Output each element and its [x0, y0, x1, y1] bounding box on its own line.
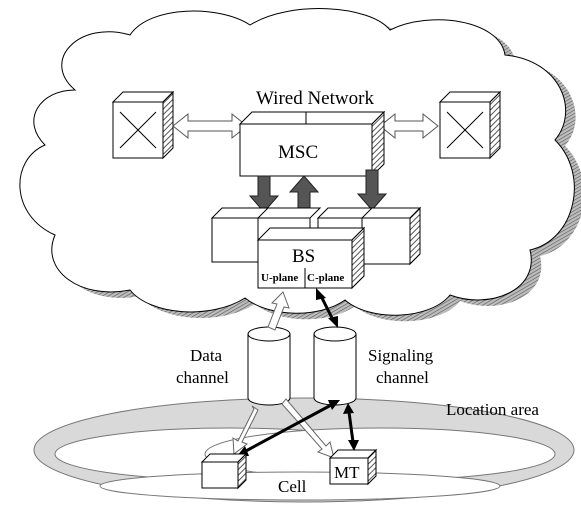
- c-plane-signaling-arrow: [316, 288, 338, 328]
- msc-block: [238, 110, 386, 178]
- wired-network-label: Wired Network: [256, 88, 374, 109]
- msc-bs-arrow-right: [356, 169, 388, 211]
- mt-label: MT: [334, 463, 360, 482]
- signaling-channel-label-line2: channel: [376, 368, 429, 387]
- c-plane-label: C-plane: [307, 272, 344, 284]
- bs-label: BS: [292, 246, 315, 267]
- left-switch-box: [111, 90, 175, 160]
- u-plane-label: U-plane: [261, 272, 298, 284]
- data-channel-label-line1: Data: [190, 346, 223, 365]
- mt-box: [328, 448, 378, 486]
- signaling-channel-cylinder: [313, 326, 357, 406]
- switch-msc-arrow-right: [379, 112, 439, 140]
- signaling-to-mt-arrow: [343, 403, 359, 451]
- right-switch-box: [438, 90, 502, 160]
- msc-label: MSC: [278, 142, 318, 163]
- signaling-channel-label-line1: Signaling: [368, 346, 434, 365]
- cell-label: Cell: [278, 477, 307, 496]
- data-channel-to-mt-arrow: [281, 398, 335, 459]
- data-channel-label-line2: channel: [176, 368, 229, 387]
- cell-box: [200, 452, 248, 490]
- msc-bs-arrow-left: [248, 175, 280, 213]
- bs-block: [256, 226, 366, 290]
- location-area-label: Location area: [446, 400, 539, 419]
- data-channel-cylinder: [247, 326, 291, 406]
- u-plane-data-arrow: [267, 291, 290, 331]
